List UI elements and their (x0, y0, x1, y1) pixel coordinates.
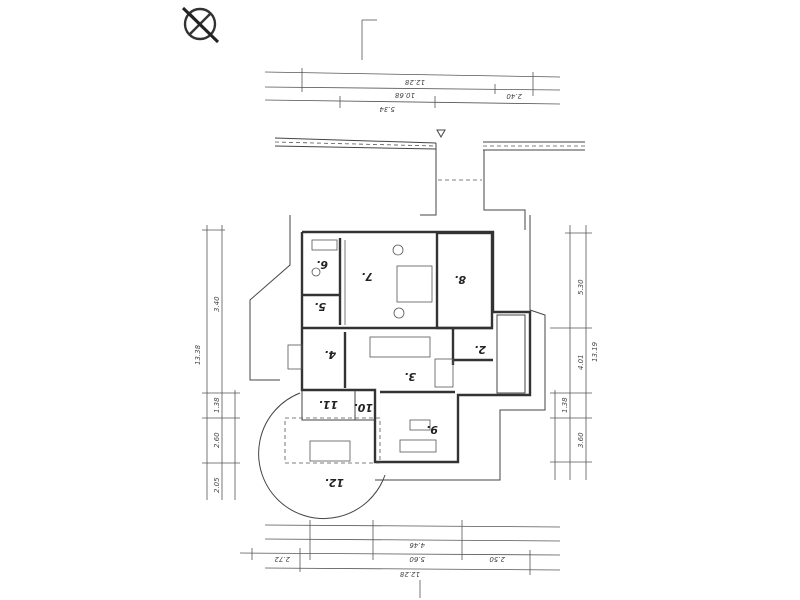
site-outline (249, 215, 291, 381)
dim-top-total: 12.28 (404, 78, 425, 86)
dim-left-4: 2.05 (213, 477, 221, 493)
room-5-label: 5. (314, 300, 326, 313)
room-9-label: 9. (426, 423, 438, 436)
dim-left-2: 1.38 (213, 397, 221, 413)
dim-bottom-total: 12.28 (399, 570, 420, 578)
room-3-label: 3. (404, 370, 416, 383)
dim-right-3: 1.38 (561, 397, 569, 413)
dim-top-3: 5.34 (379, 105, 395, 113)
furniture (287, 239, 454, 462)
dim-right-4: 3.60 (577, 432, 585, 448)
dim-top-4: 2.40 (506, 92, 522, 100)
dim-bottom-4: 2.50 (489, 555, 505, 563)
terrace-arc (258, 392, 386, 520)
north-arrow-icon (181, 6, 220, 44)
dim-left-1: 3.40 (213, 296, 221, 312)
room-12-label: 12. (325, 476, 345, 489)
room-6-label: 6. (316, 258, 328, 271)
room-2-label: 2. (474, 343, 486, 356)
dimension-lines-bottom (239, 520, 561, 598)
dim-left-total: 13.38 (194, 344, 202, 365)
dim-bottom-3: 4.46 (409, 541, 425, 549)
room-8-label: 8. (454, 273, 466, 286)
dim-left-3: 2.60 (213, 432, 221, 448)
dimension-lines-sides (202, 225, 592, 500)
room-10-label: 10. (354, 401, 374, 414)
dimension-lines-top (264, 19, 561, 108)
dim-bottom-1: 5.60 (409, 555, 425, 563)
dim-bottom-2: 2.72 (274, 555, 290, 563)
dim-right-total: 13.19 (591, 341, 599, 362)
dim-right-2: 4.01 (577, 354, 585, 370)
dim-top-2: 10.68 (394, 91, 415, 99)
room-11-label: 11. (319, 398, 339, 411)
room-4-label: 4. (324, 348, 337, 361)
house-walls (300, 230, 532, 464)
room-7-label: 7. (361, 270, 373, 283)
street-boundary (274, 129, 585, 230)
dim-right-1: 5.30 (577, 279, 585, 295)
